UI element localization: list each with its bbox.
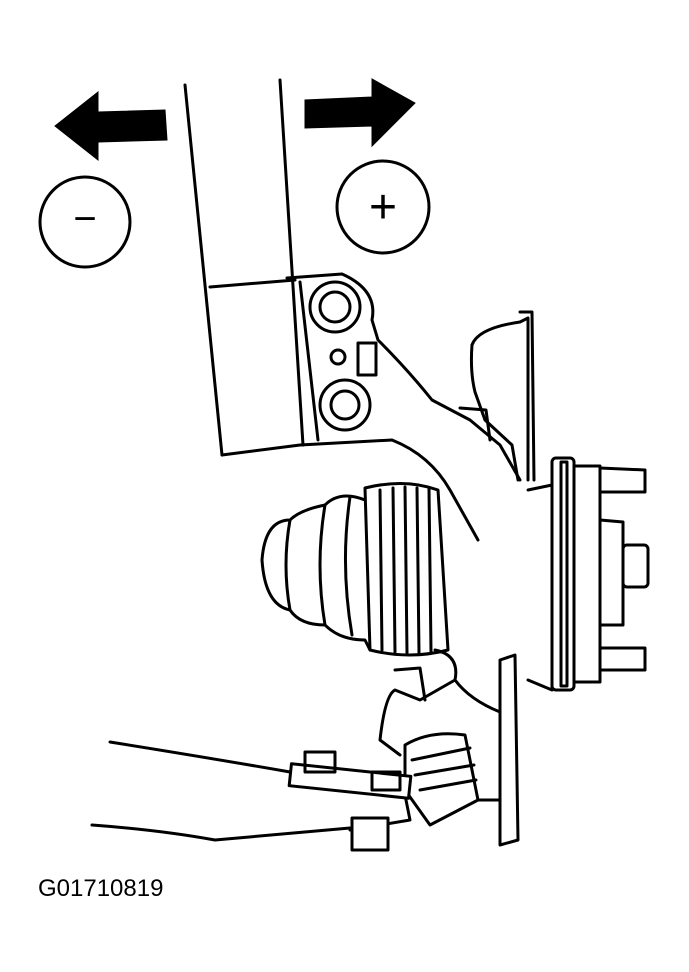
- figure-code: G01710819: [38, 875, 163, 902]
- drive-shaft-boot: [260, 481, 450, 657]
- plus-indicator: +: [335, 159, 431, 255]
- wheel-hub: [526, 456, 650, 692]
- strut-bracket: [220, 272, 522, 542]
- minus-indicator: −: [38, 175, 132, 269]
- lower-control-arm: [90, 740, 413, 852]
- lower-ball-joint: [378, 648, 520, 847]
- arrow-left-icon: [54, 90, 168, 162]
- minus-symbol: −: [73, 197, 96, 241]
- arrow-right-icon: [304, 78, 416, 148]
- steering-knuckle: [458, 310, 536, 482]
- plus-symbol: +: [369, 181, 397, 234]
- strut-assembly: [183, 78, 305, 457]
